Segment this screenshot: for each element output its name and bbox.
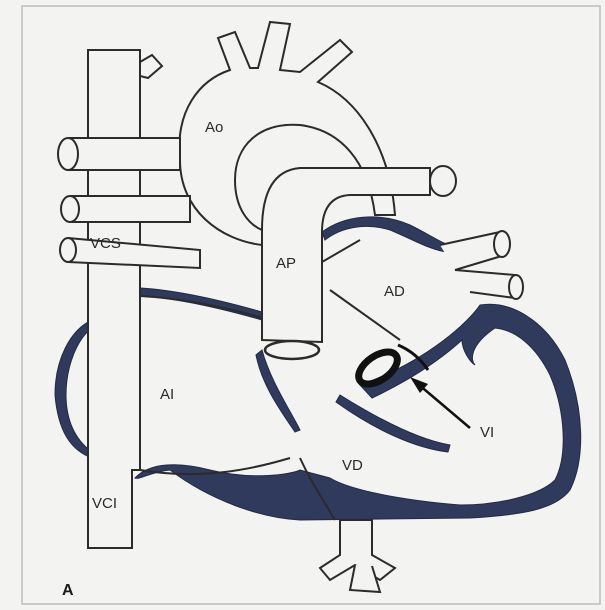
- label-ai: AI: [160, 386, 174, 403]
- label-ao: Ao: [205, 119, 223, 136]
- left-pulmonary-veins: [58, 138, 200, 268]
- panel-label: A: [62, 582, 74, 599]
- label-ap: AP: [276, 255, 296, 272]
- pa-branch-opening: [430, 166, 456, 196]
- pulmonary-valve: [265, 341, 319, 359]
- label-vd: VD: [342, 457, 363, 474]
- septal-band: [256, 350, 300, 432]
- right-pulmonary-veins: [440, 231, 523, 299]
- left-atrial-wall: [55, 320, 92, 458]
- lower-septal-band: [336, 395, 450, 452]
- vi-arrow-shaft: [418, 384, 470, 428]
- label-vcs: VCS: [90, 235, 121, 252]
- label-vi: VI: [480, 424, 494, 441]
- vena-cava-vessel: [88, 50, 140, 548]
- label-ad: AD: [384, 283, 405, 300]
- label-vci: VCI: [92, 495, 117, 512]
- svc-branch: [140, 55, 162, 78]
- pulmonary-atrial-band: [322, 217, 450, 252]
